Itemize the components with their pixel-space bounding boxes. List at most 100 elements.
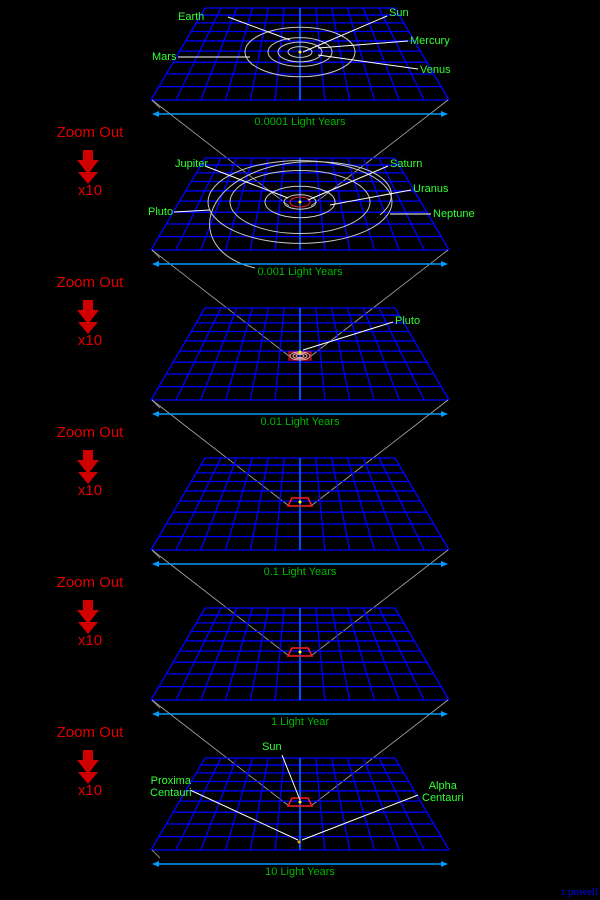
grid-line: [274, 457, 285, 551]
grid-line: [274, 757, 285, 851]
panel-4: [77, 457, 450, 657]
zoom-factor: x10: [77, 632, 103, 649]
down-arrow-icon: [77, 300, 99, 324]
perspective-line: [151, 549, 290, 657]
grid-line: [394, 607, 450, 701]
down-arrow-icon: [77, 150, 99, 174]
perspective-line: [310, 549, 449, 657]
down-arrow-icon: [78, 322, 98, 334]
grid-line: [175, 7, 222, 101]
planet-label: Mercury: [410, 35, 450, 47]
grid-line: [394, 457, 450, 551]
grid-line: [394, 7, 450, 101]
grid-line: [362, 607, 400, 701]
grid-line: [346, 757, 376, 851]
scale-label: 0.0001 Light Years: [254, 116, 346, 128]
perspective-line: [310, 99, 449, 207]
orbit: [283, 194, 317, 210]
arrowhead-right: [441, 261, 448, 267]
arrowhead-left: [152, 411, 159, 417]
planet-label: Pluto: [395, 315, 421, 327]
grid-line: [394, 157, 450, 251]
grid-line: [315, 7, 326, 101]
orbit: [267, 37, 333, 67]
grid-line: [346, 157, 376, 251]
perspective-line: [151, 99, 290, 207]
grid-line: [362, 457, 400, 551]
grid-line: [249, 157, 269, 251]
panel-5: [77, 607, 450, 807]
grid-line: [224, 307, 254, 401]
leader-line: [317, 54, 419, 70]
perspective-line: [151, 399, 290, 507]
orbit: [229, 170, 371, 234]
grid-line: [249, 757, 269, 851]
grid-line: [362, 307, 400, 401]
planet-label: Pluto: [148, 206, 174, 218]
grid-line: [331, 457, 351, 551]
leader-line: [227, 16, 291, 41]
grid-line: [346, 457, 376, 551]
panel-3: [77, 307, 450, 507]
arrowhead-left: [152, 561, 159, 567]
scale-label: 1 Light Year: [270, 716, 330, 728]
grid-line: [224, 607, 254, 701]
pluto-orbit: [209, 161, 392, 269]
orbit: [295, 353, 305, 359]
grid-line: [249, 7, 269, 101]
zoom-factor: x10: [77, 182, 103, 199]
arrowhead-left: [152, 861, 159, 867]
perspective-line: [310, 699, 449, 807]
down-arrow-icon: [77, 600, 99, 624]
grid-line: [331, 7, 351, 101]
down-arrow-icon: [77, 750, 99, 774]
leader-line: [317, 40, 409, 49]
zoom-factor: x10: [77, 482, 103, 499]
arrowhead-right: [441, 861, 448, 867]
grid-line: [224, 757, 254, 851]
grid-line: [331, 157, 351, 251]
planet-label: Alpha Centauri: [422, 780, 464, 804]
grid-line: [200, 7, 238, 101]
grid-line: [175, 307, 222, 401]
planet-label: Saturn: [390, 158, 423, 170]
grid-line: [346, 607, 376, 701]
orbit: [287, 46, 313, 58]
arrowhead-left: [152, 261, 159, 267]
leader-line: [189, 789, 299, 841]
planet-label: Neptune: [433, 208, 475, 220]
scale-label: 10 Light Years: [265, 866, 335, 878]
sun-marker: [298, 800, 302, 804]
planet-label: Earth: [178, 11, 205, 23]
arrowhead-left: [152, 711, 159, 717]
previous-view-box: [286, 497, 314, 507]
alpha-centauri-marker: [297, 840, 301, 844]
grid-line: [315, 157, 326, 251]
sun-marker: [298, 200, 302, 204]
grid-line: [150, 757, 206, 851]
panel-6: [150, 754, 450, 867]
grid-line: [315, 307, 326, 401]
grid-line: [175, 157, 222, 251]
grid-line: [150, 157, 206, 251]
leader-line: [173, 209, 211, 213]
grid-line: [274, 7, 285, 101]
zoom-out-label: Zoom Out: [56, 424, 124, 441]
perspective-line: [310, 249, 449, 357]
grid-line: [274, 157, 285, 251]
perspective-line: [310, 399, 449, 507]
grid-line: [200, 607, 238, 701]
leader-line: [329, 189, 412, 206]
down-arrow-icon: [78, 772, 98, 784]
panel-2: [77, 157, 450, 357]
grid-line: [346, 307, 376, 401]
grid-line: [200, 307, 238, 401]
grid-line: [394, 307, 450, 401]
grid-line: [200, 757, 238, 851]
zoom-factor: x10: [77, 782, 103, 799]
zoom-out-label: Zoom Out: [56, 274, 124, 291]
scale-label: 0.01 Light Years: [260, 416, 340, 428]
inner-system-box: [289, 196, 311, 208]
grid-line: [249, 607, 269, 701]
